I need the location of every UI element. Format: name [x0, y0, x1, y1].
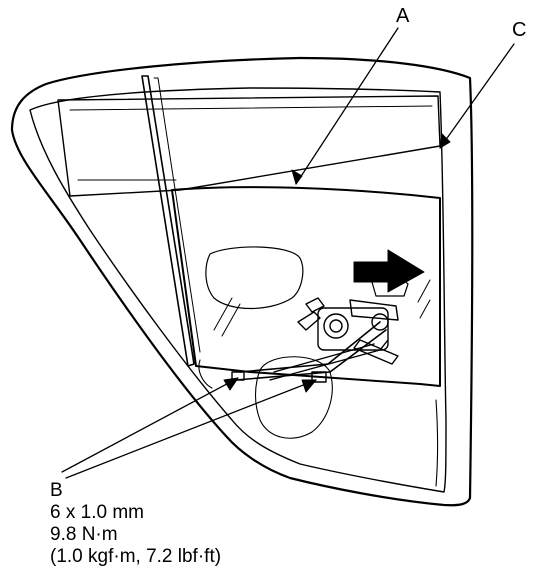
door-inner-frame [29, 87, 447, 493]
callout-b-label: B [50, 480, 63, 501]
bolt-b-right [311, 371, 327, 383]
door-glass [171, 186, 441, 387]
bolt-spec-block: B 6 x 1.0 mm 9.8 N·m (1.0 kgf·m, 7.2 lbf… [50, 480, 221, 568]
lower-door-detail [198, 359, 439, 487]
bolt-torque: 9.8 N·m [50, 524, 118, 545]
regulator-arm [235, 321, 387, 381]
inner-panel-opening [205, 246, 304, 310]
leader-a-arrow [291, 169, 303, 185]
bolt-torque-alt: (1.0 kgf·m, 7.2 lbf·ft) [50, 546, 222, 567]
bolt-size: 6 x 1.0 mm [50, 502, 144, 523]
leader-a [295, 27, 399, 185]
leader-c [439, 43, 515, 149]
run-channel [141, 75, 195, 367]
leader-c-arrow [439, 133, 451, 149]
bolt-b-left [231, 371, 245, 381]
run-channel-inner [153, 77, 201, 353]
glass-reflection [213, 279, 431, 337]
leader-b-1-arrow [223, 377, 239, 391]
regulator-motor [297, 297, 399, 365]
callout-a-label: A [396, 5, 410, 27]
direction-arrow [353, 249, 425, 293]
callout-c-label: C [512, 19, 527, 41]
speaker-cutout [254, 356, 333, 439]
door-outer-panel [10, 56, 474, 507]
leader-b-2 [65, 379, 317, 479]
leader-b-1 [61, 377, 239, 473]
window-frame [57, 95, 441, 197]
leader-b-2-arrow [301, 379, 317, 393]
window-inner-frame [69, 105, 433, 181]
